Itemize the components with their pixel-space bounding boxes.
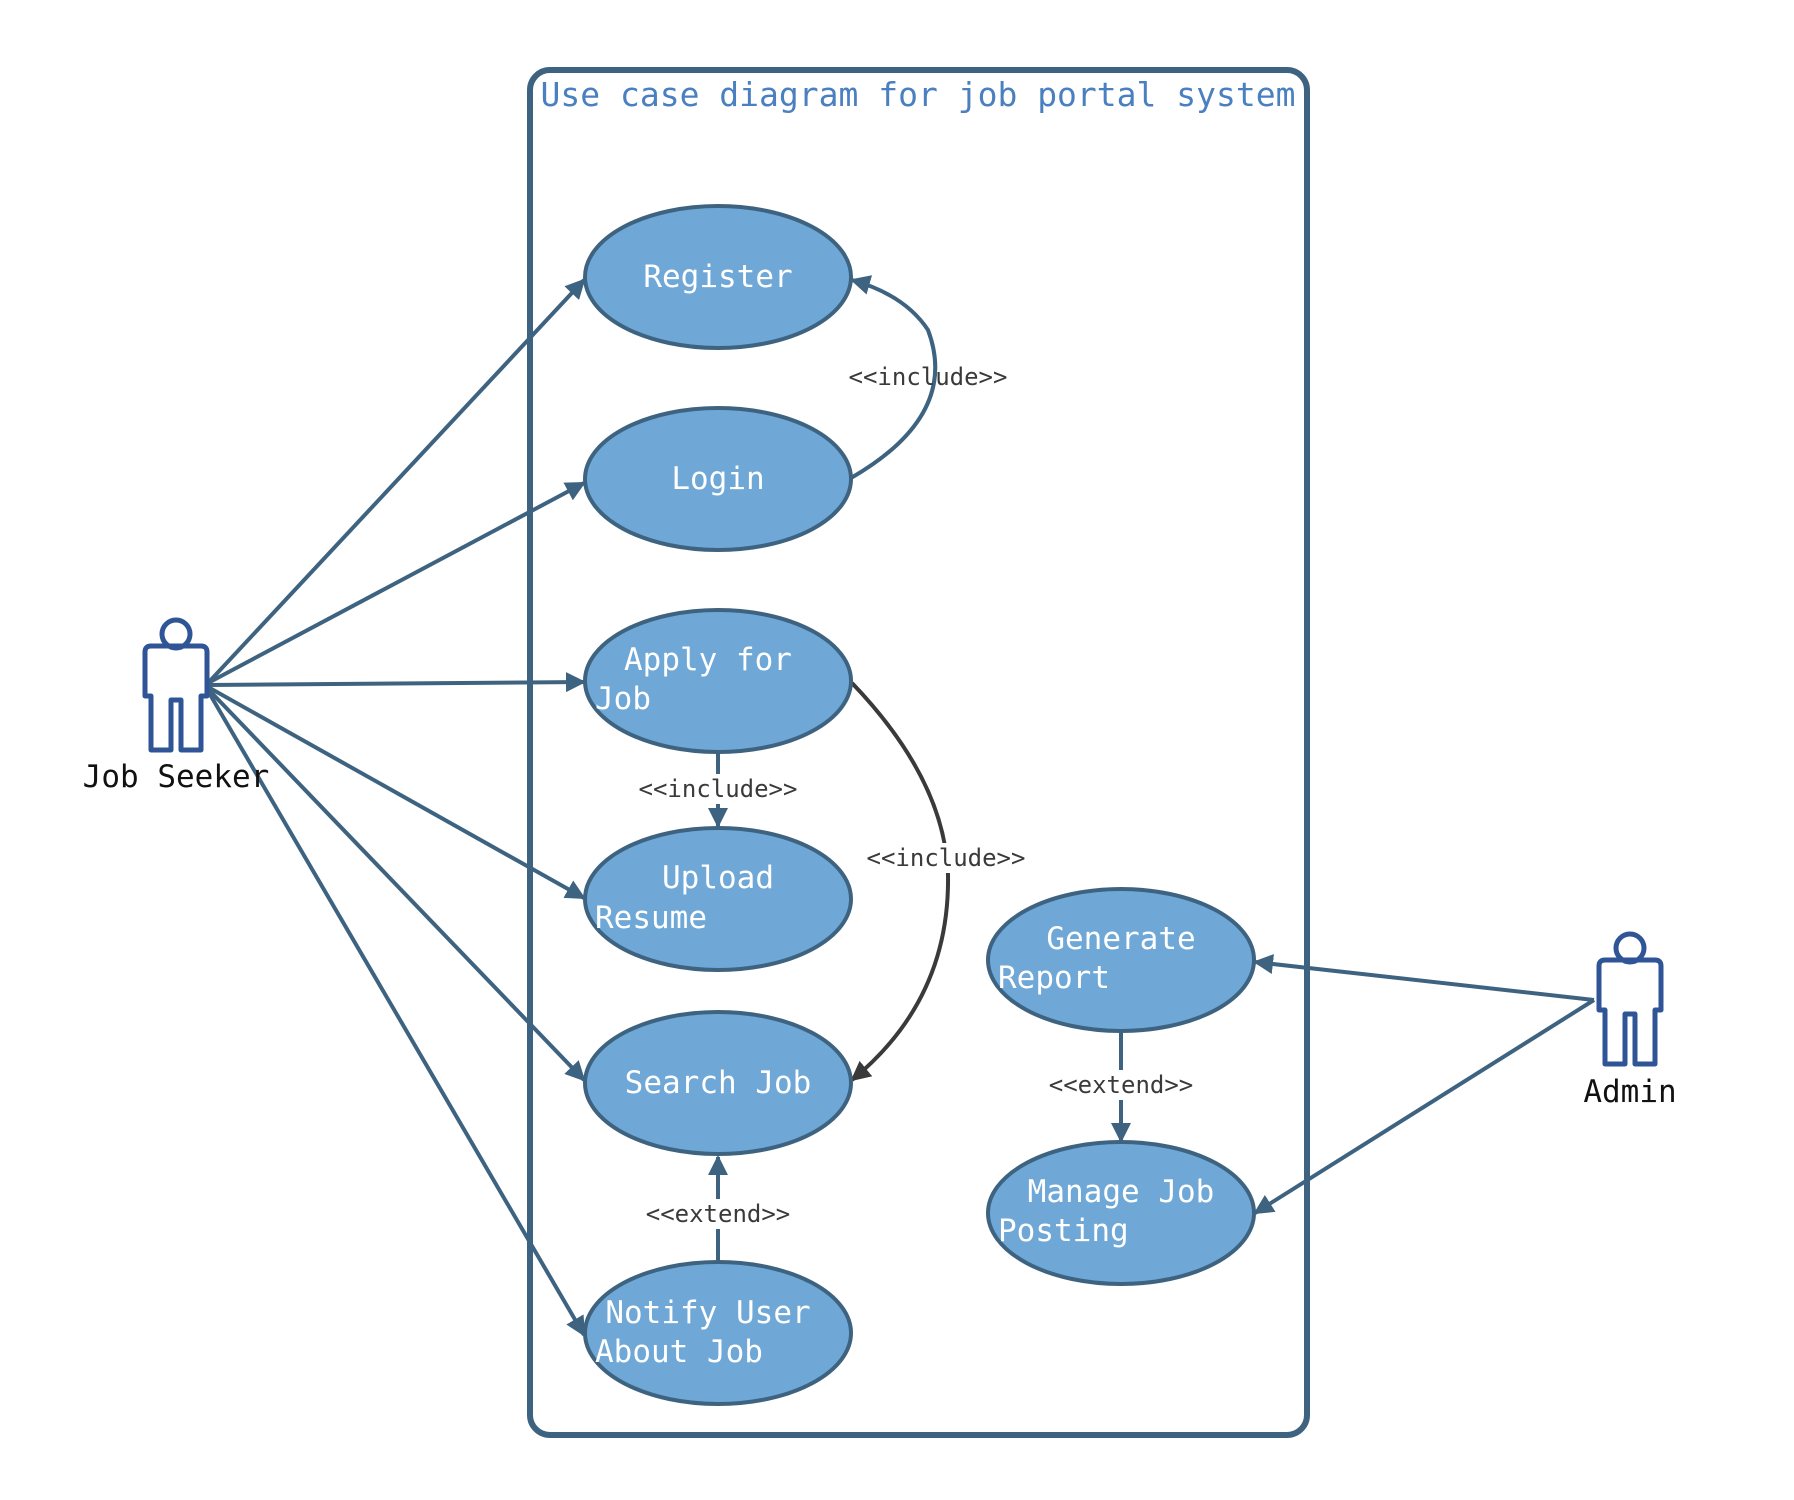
usecase-apply-for-job-shape	[583, 608, 853, 754]
actor-job-seeker-label: Job Seeker	[83, 759, 270, 795]
usecase-login: Login	[583, 406, 853, 552]
include-apply-upload-label-bg	[638, 774, 798, 804]
usecase-upload-resume-label-line2: Resume	[595, 900, 707, 936]
include-login-register	[849, 275, 938, 480]
usecase-search-job-label: Search Job	[625, 1065, 812, 1101]
usecase-register-shape	[583, 204, 853, 350]
actor-admin-icon	[1596, 931, 1664, 1067]
association-admin-manage-job-posting	[1253, 998, 1596, 1215]
usecase-generate-report-label-line2: Report	[998, 960, 1110, 996]
extend-notify-search-label: <<extend>>	[646, 1200, 791, 1228]
usecase-generate-report: Generate Report	[986, 887, 1256, 1033]
usecase-upload-resume: Upload Resume	[583, 826, 853, 972]
association-jobseeker-notify	[206, 689, 586, 1337]
usecase-notify-user-about-job: Notify User About Job	[583, 1260, 853, 1406]
usecase-manage-job-posting-label: Manage Job	[1028, 1174, 1215, 1210]
usecase-generate-report-label: Generate	[1046, 921, 1195, 957]
association-jobseeker-upload	[207, 685, 586, 900]
include-apply-search-label-bg	[866, 843, 1026, 873]
usecase-notify-user-about-job-label-line2: About Job	[595, 1334, 763, 1370]
usecase-register: Register	[583, 204, 853, 350]
association-jobseeker-search	[206, 687, 586, 1082]
include-apply-upload-label: <<include>>	[639, 775, 798, 803]
association-jobseeker-register	[206, 278, 586, 685]
usecase-notify-user-about-job-label: Notify User	[605, 1295, 810, 1331]
association-jobseeker-apply	[207, 672, 586, 693]
usecase-manage-job-posting-shape	[986, 1140, 1256, 1286]
extend-report-manage-label: <<extend>>	[1049, 1071, 1194, 1099]
usecase-generate-report-shape	[986, 887, 1256, 1033]
usecase-apply-for-job: Apply for Job	[583, 608, 853, 754]
usecase-search-job-shape	[583, 1010, 853, 1156]
extend-notify-search-label-bg	[643, 1199, 793, 1229]
extend-report-manage-label-bg	[1046, 1070, 1196, 1100]
usecase-register-label: Register	[643, 259, 792, 295]
diagram-title: Use case diagram for job portal system	[541, 75, 1296, 114]
usecase-apply-for-job-label-line2: Job	[595, 681, 651, 717]
usecase-notify-user-about-job-shape	[583, 1260, 853, 1406]
usecase-upload-resume-shape	[583, 826, 853, 972]
usecase-upload-resume-label: Upload	[662, 860, 774, 896]
usecase-apply-for-job-label: Apply for	[624, 642, 792, 678]
include-apply-search-label: <<include>>	[867, 844, 1026, 872]
include-login-register-label: <<include>>	[849, 363, 1008, 391]
usecase-manage-job-posting-label-line2: Posting	[998, 1213, 1129, 1249]
association-admin-generate-report	[1253, 954, 1595, 1002]
usecase-login-label: Login	[671, 461, 764, 497]
actor-admin-label: Admin	[1583, 1074, 1676, 1110]
usecase-manage-job-posting: Manage Job Posting	[986, 1140, 1256, 1286]
usecase-search-job: Search Job	[583, 1010, 853, 1156]
actor-job-seeker-icon	[142, 617, 210, 753]
usecase-login-shape	[583, 406, 853, 552]
include-apply-search	[850, 681, 951, 1082]
association-jobseeker-login	[207, 481, 586, 685]
